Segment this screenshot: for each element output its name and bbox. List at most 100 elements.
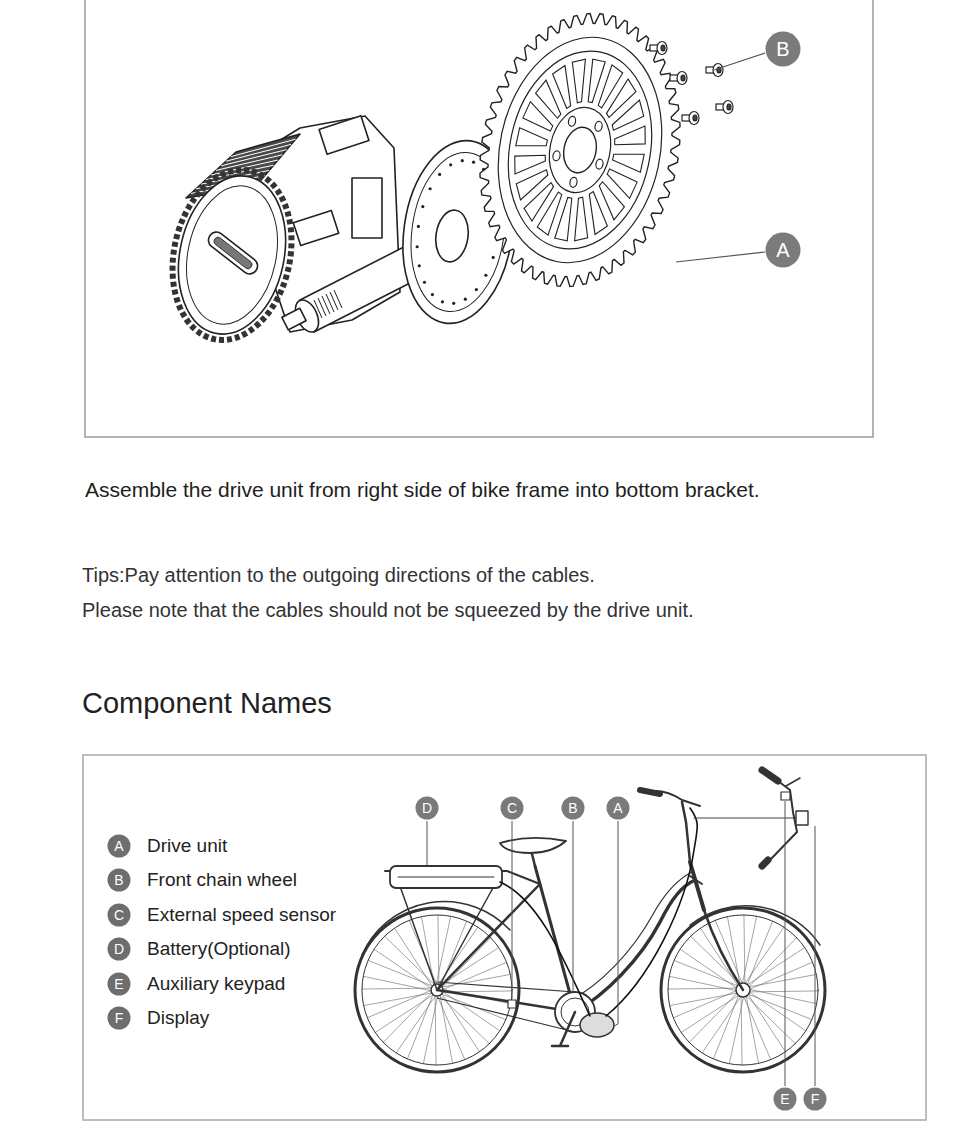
rear-fender [362,901,510,955]
spline-tooth [334,290,342,308]
spoke [747,994,812,1020]
saddle [500,838,566,853]
logo-plate [212,236,253,271]
callout-circle: E [107,972,131,996]
spline-tooth [326,294,334,312]
component-name: Battery(Optional) [147,938,291,961]
panel-frame [83,755,926,1120]
callout-circle: F [107,1006,131,1030]
toothed-ring [157,159,306,351]
spoke [743,915,745,985]
callout-circle: A [606,796,630,820]
bolt-hole [594,121,603,132]
bolt-head [723,101,733,114]
adapter-hole [416,245,419,248]
cable [606,808,697,1016]
lamp [690,876,702,884]
component-name: Front chain wheel [147,869,297,892]
circle-shape [501,797,524,820]
circle-shape [108,835,131,858]
adapter-hole [475,288,478,291]
tip-text: Tips:Pay attention to the outgoing direc… [82,563,595,587]
spline-tooth [314,300,322,318]
callout-letter: F [115,1011,124,1025]
chain-wheel-slot [611,148,644,172]
component-name: Drive unit [147,835,227,858]
circle-shape [774,1088,797,1111]
handlebar [770,781,797,860]
callout-circle: D [107,937,131,961]
drive-unit [580,1013,614,1037]
bolt-hole [568,116,577,127]
callout-letter: D [114,942,124,956]
spoke [747,921,773,986]
bolt-head [657,42,667,55]
battery [390,866,502,888]
bolt-holes [547,113,611,192]
stem [682,802,690,862]
end-cap [174,177,289,332]
spoke [748,938,797,988]
cooling-fin [226,144,291,161]
battery [398,877,494,878]
adapter-hole [464,298,467,301]
spoke [747,974,816,987]
panel-frame [85,0,873,437]
circle-shape [416,797,439,820]
rack-stay [396,875,500,990]
wheel-spokes [362,915,818,1065]
callout-circle: C [107,903,131,927]
leader-line [714,53,765,70]
circle-shape [766,32,801,67]
spoke [383,992,432,1042]
spindle-end [282,308,306,330]
spoke [442,938,491,988]
fixing-bolts [650,42,733,125]
auxiliary-keypad [781,792,790,800]
cable [694,818,796,819]
down-tube [571,872,692,1000]
adapter-bore [433,208,472,264]
callout-letter: C [114,908,124,922]
leader-line [676,252,765,262]
spoke [744,927,784,985]
chain-wheel-slot [570,196,596,243]
callout-letter: E [114,977,123,991]
chain [437,982,575,1032]
bolt-head [689,112,699,125]
section-heading: Component Names [82,686,332,721]
adapter-hole [452,302,455,305]
spoke [673,990,738,1018]
chain-wheel-slot [516,128,549,152]
spoke [745,995,795,1044]
spoke [715,920,743,985]
bolt-hole [569,177,578,188]
spoke [748,962,813,990]
spoke [748,991,806,1031]
adapter-hole [438,173,441,176]
spindle-spline [314,290,342,318]
adapter-hole [428,187,431,190]
bolt-socket [661,45,665,51]
callout-letter: E [780,1092,789,1106]
callout-letter: B [568,801,577,815]
circle-shape [766,233,801,268]
spoke [385,936,435,985]
callout-letter: B [114,873,123,887]
cable [500,882,590,1016]
mount-bracket [352,178,382,238]
grip [762,860,768,866]
adapter-hole [441,300,444,303]
leader-line [614,821,618,1026]
grip [762,770,778,781]
spoke [437,995,465,1060]
logo-plate [205,229,261,277]
spoke [396,995,436,1053]
leader-line [573,821,574,991]
brake-lever [786,778,800,786]
callout-circle: B [561,796,585,820]
component-name: Auxiliary keypad [147,973,285,996]
chain-wheel-ring [478,22,682,278]
mount-bracket [293,210,338,245]
spoke [440,994,453,1063]
